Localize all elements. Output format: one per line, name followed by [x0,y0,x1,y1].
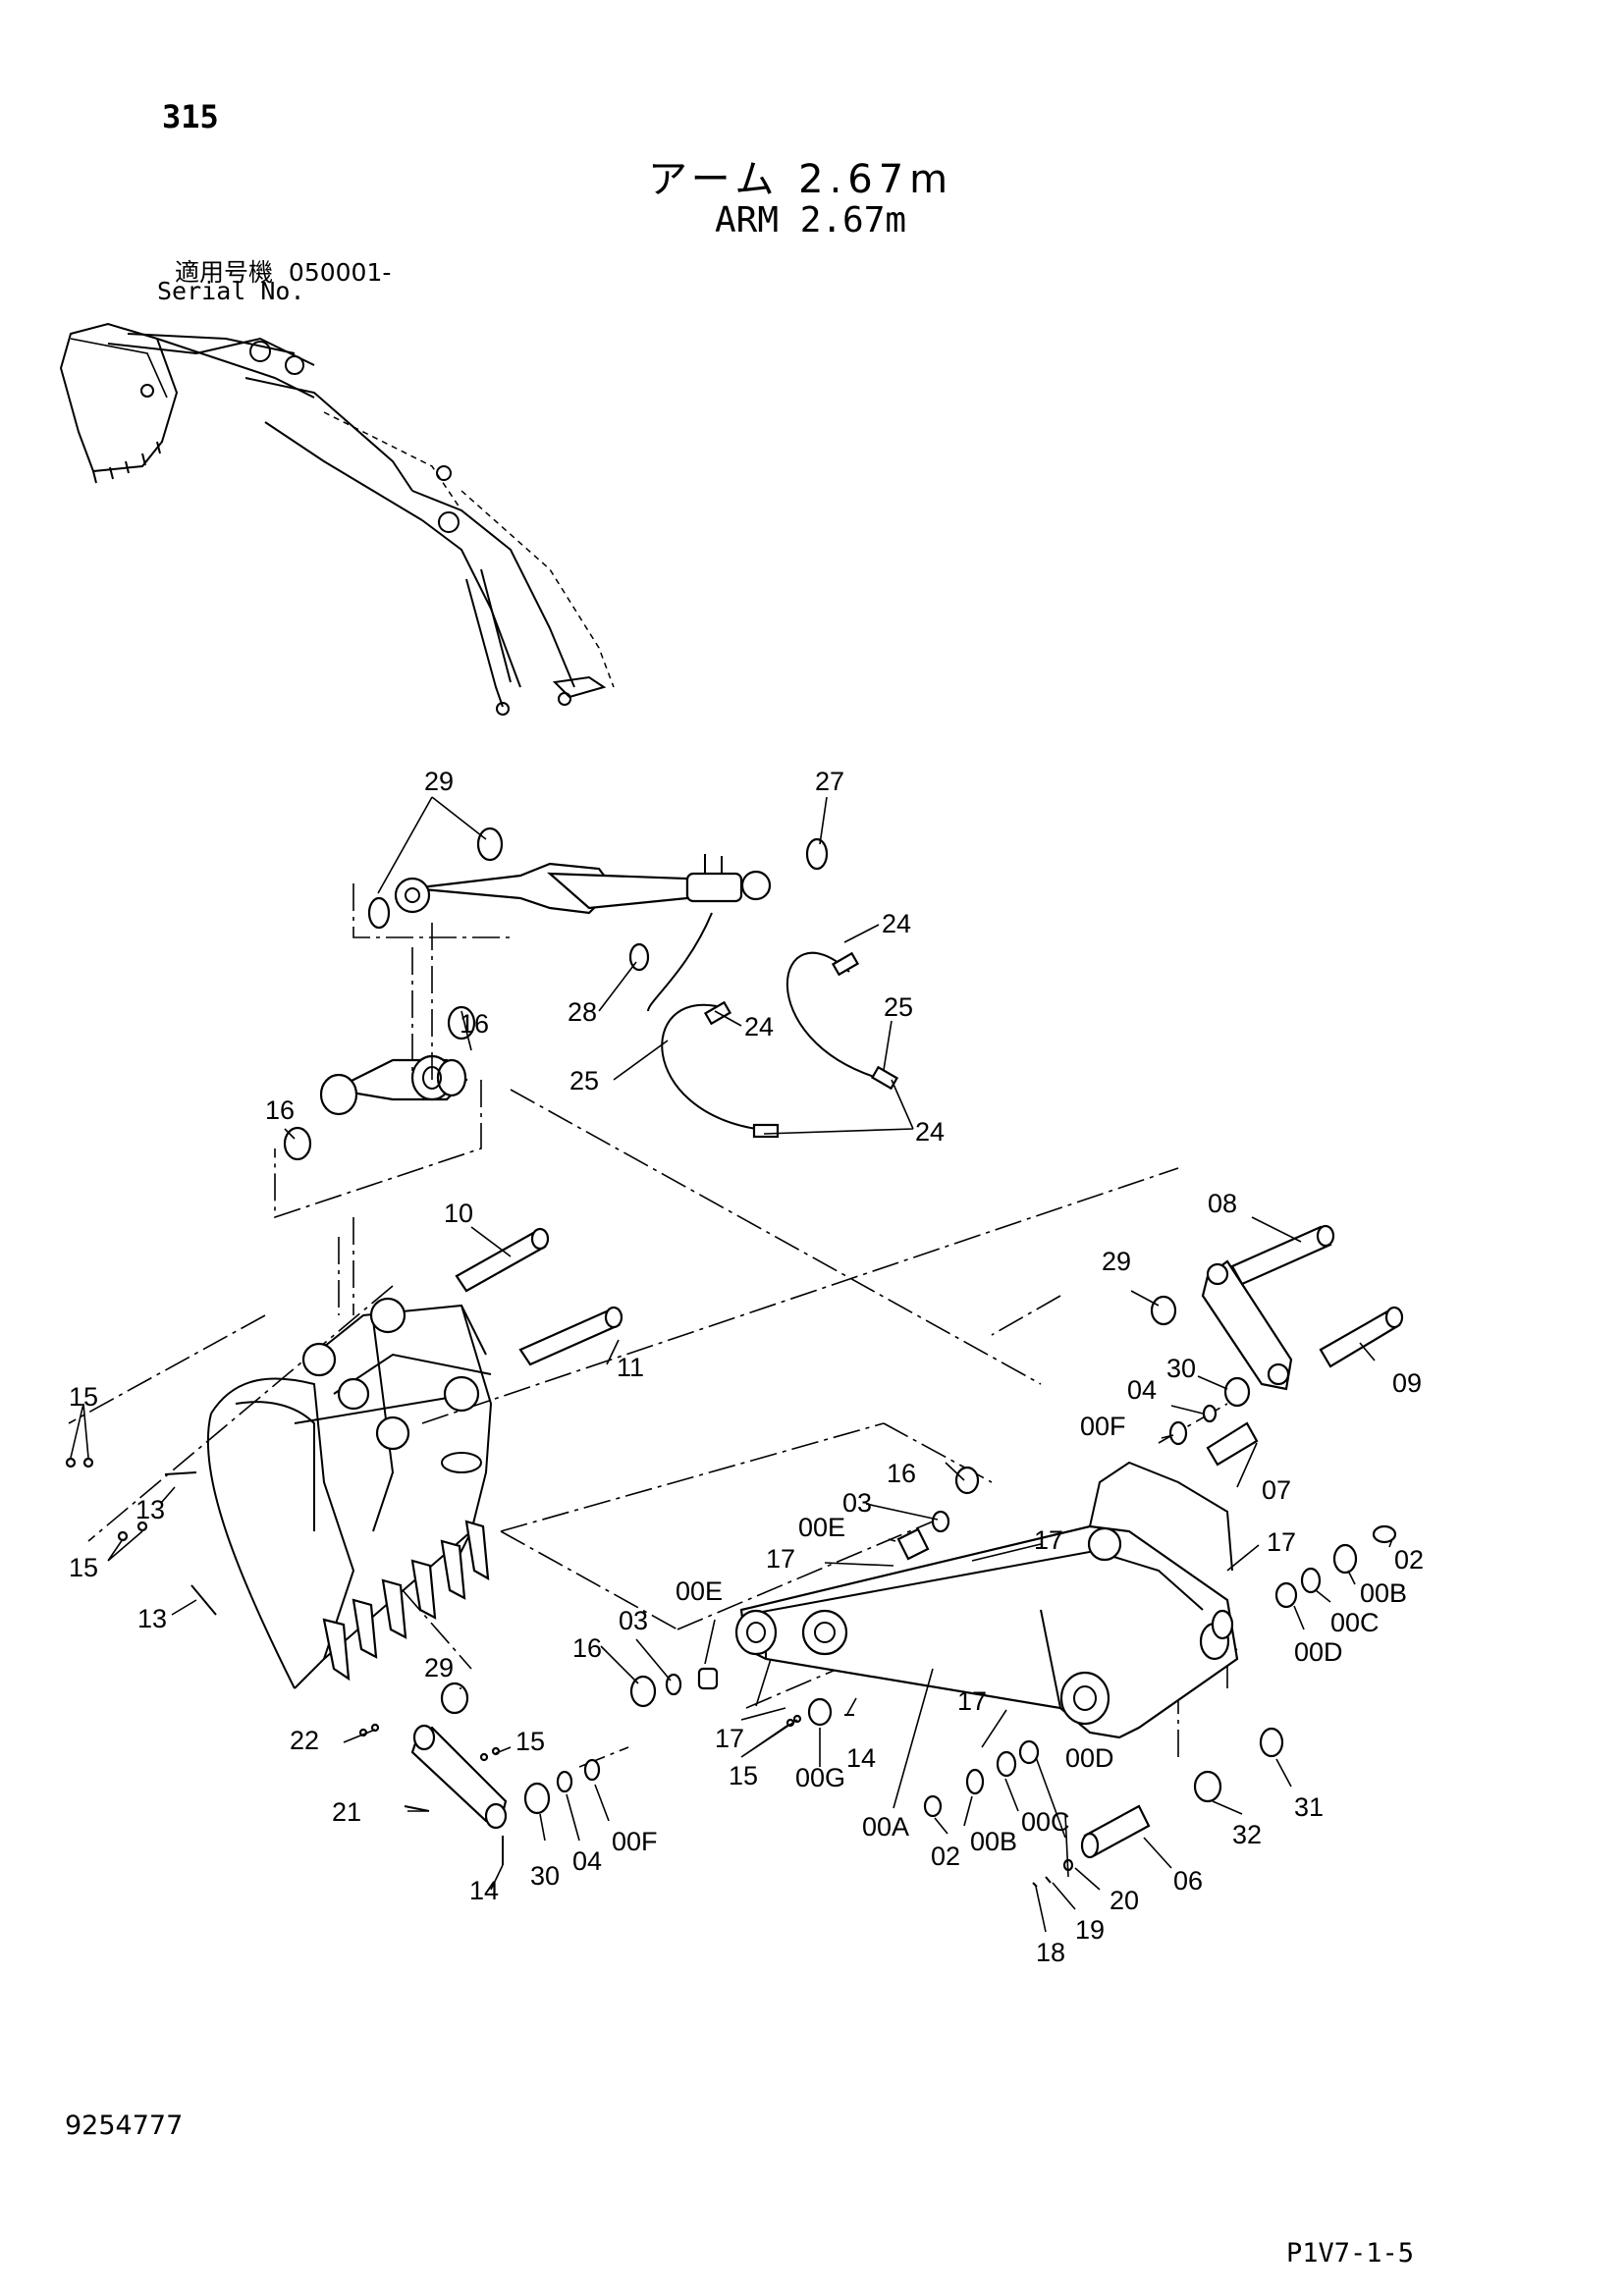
callout-label: 20 [1110,1886,1139,1915]
callout-label: 25 [884,992,913,1022]
callout-label: 02 [1394,1545,1424,1575]
leader-lines [70,796,1393,1933]
callout-label: 24 [744,1012,774,1041]
callout-label: 04 [1127,1375,1157,1405]
callout-label: 16 [572,1633,602,1663]
serial-range: 050001- [288,258,392,287]
callout-label: 27 [815,767,844,796]
callout-label: 04 [572,1846,602,1876]
side-link-group [1150,1224,1404,1423]
callout-label: 03 [842,1488,872,1518]
callout-label: 15 [515,1727,545,1756]
callout-label: 18 [1036,1938,1065,1967]
bushings-and-seals [358,1420,1397,1888]
bucket-cylinder-group [367,827,899,1139]
callout-label: 15 [729,1761,758,1790]
callout-label: 00B [970,1827,1017,1856]
callout-label: 29 [424,1653,454,1682]
callout-label: 15 [69,1382,98,1412]
callout-label: 29 [1102,1247,1131,1276]
callout-label: 17 [957,1686,987,1716]
callout-label: 15 [69,1553,98,1582]
callout-label: 28 [568,997,597,1027]
callout-label: 24 [882,909,911,938]
pins-10-11 [455,1227,623,1366]
page-code: P1V7-1-5 [1286,2238,1415,2269]
callout-label: 31 [1294,1792,1324,1822]
callout-label: 11 [617,1353,644,1382]
callout-label: 14 [846,1743,876,1773]
callout-label: 30 [1166,1354,1196,1383]
callout-label: 17 [715,1724,744,1753]
callout-label: 07 [1262,1475,1291,1505]
callout-label: 00B [1360,1578,1407,1608]
callout-label: 00C [1330,1608,1380,1637]
callout-label: 00A [862,1812,909,1842]
callout-label: 03 [619,1606,648,1635]
callout-label: 17 [1267,1527,1296,1557]
callout-label: 06 [1173,1866,1203,1896]
callout-labels: 29 27 24 28 24 25 25 24 16 16 10 11 08 2… [69,767,1424,1967]
callout-label: 32 [1232,1820,1262,1849]
callout-label: 17 [1034,1525,1063,1555]
callout-label: 00D [1294,1637,1343,1667]
callout-label: 19 [1075,1915,1105,1945]
callout-label: 00D [1065,1743,1114,1773]
callout-label: 00G [795,1763,845,1792]
callout-label: 13 [135,1495,165,1524]
callout-label: 09 [1392,1368,1422,1398]
serial-line-japanese: 適用号機 050001- [175,253,391,289]
callout-label: 21 [332,1797,361,1827]
serial-label-english: Serial No. [157,277,305,305]
excavator-overview-illustration [59,322,615,716]
bucket-assembly [65,1297,493,1689]
callout-label: 10 [444,1199,473,1228]
page-number: 315 [162,98,219,135]
callout-label: 13 [137,1604,167,1633]
callout-label: 00E [798,1513,845,1542]
callout-label: 16 [265,1095,295,1125]
callout-label: 29 [424,767,454,796]
title-english: ARM 2.67m [715,200,907,240]
serial-label-japanese: 適用号機 [175,258,274,287]
link-upper-group [283,1005,476,1161]
callout-label: 16 [460,1009,489,1039]
callout-label: 08 [1208,1189,1237,1218]
callout-label: 24 [915,1117,945,1147]
callout-label: 00C [1021,1807,1070,1837]
callout-label: 16 [887,1459,916,1488]
callout-label: 30 [530,1861,560,1891]
callout-label: 00F [612,1827,658,1856]
callout-label: 14 [469,1876,499,1905]
title-japanese: アーム 2.67m [648,157,954,202]
callout-label: 25 [569,1066,599,1095]
document-number: 9254777 [65,2110,184,2141]
callout-label: 17 [766,1544,795,1574]
arm-body [734,1461,1239,1739]
callout-label: 02 [931,1842,960,1871]
callout-label: 00F [1080,1412,1126,1441]
callout-label: 00E [676,1576,723,1606]
callout-label: 22 [290,1726,319,1755]
